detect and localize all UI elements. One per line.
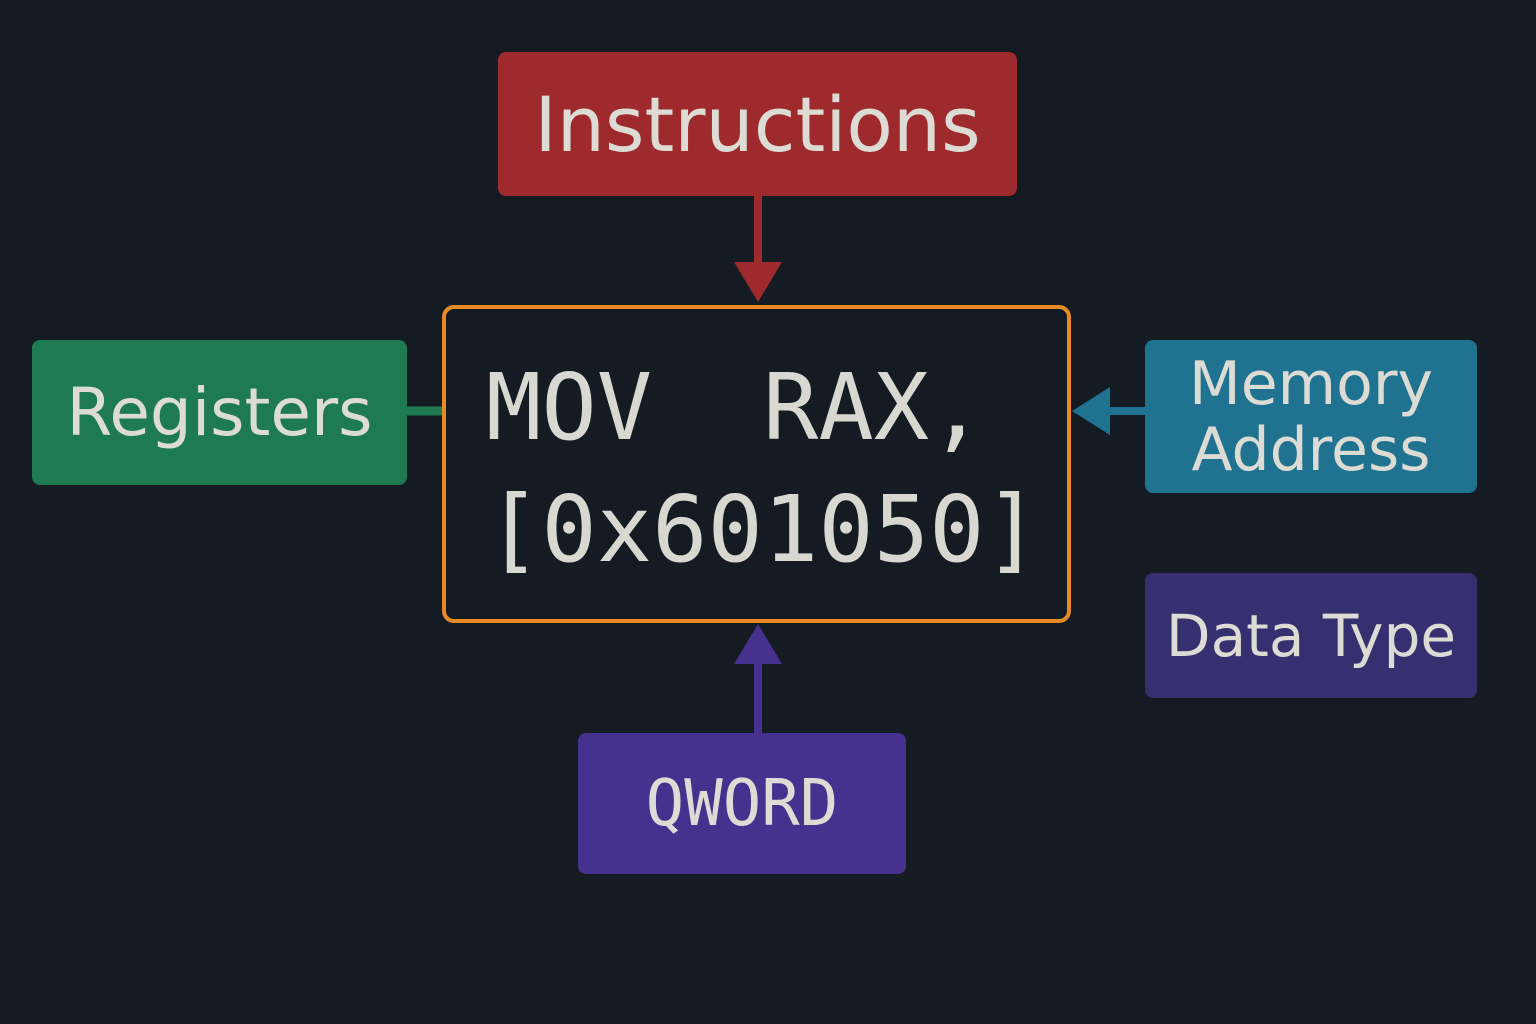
registers-label: Registers: [66, 374, 373, 451]
instructions-arrow-head: [734, 262, 782, 302]
memory-address-label-line2: Address: [1191, 414, 1431, 485]
memory-arrow-head: [1072, 387, 1110, 435]
instructions-label: Instructions: [534, 79, 981, 169]
qword-label: QWORD: [645, 766, 839, 841]
memory-address-label-line1: Memory: [1188, 348, 1433, 419]
memory-address-box: Memory Address: [1145, 340, 1477, 493]
instruction-line-2: [0x601050]: [486, 476, 1040, 583]
qword-arrow-head: [734, 624, 782, 664]
instruction-frame: [442, 305, 1071, 623]
instruction-line-1: MOV RAX,: [486, 354, 985, 461]
registers-box: Registers: [32, 340, 407, 485]
qword-box: QWORD: [578, 733, 906, 874]
instructions-box: Instructions: [498, 52, 1017, 196]
data-type-label: Data Type: [1165, 601, 1457, 670]
data-type-box: Data Type: [1145, 573, 1477, 698]
